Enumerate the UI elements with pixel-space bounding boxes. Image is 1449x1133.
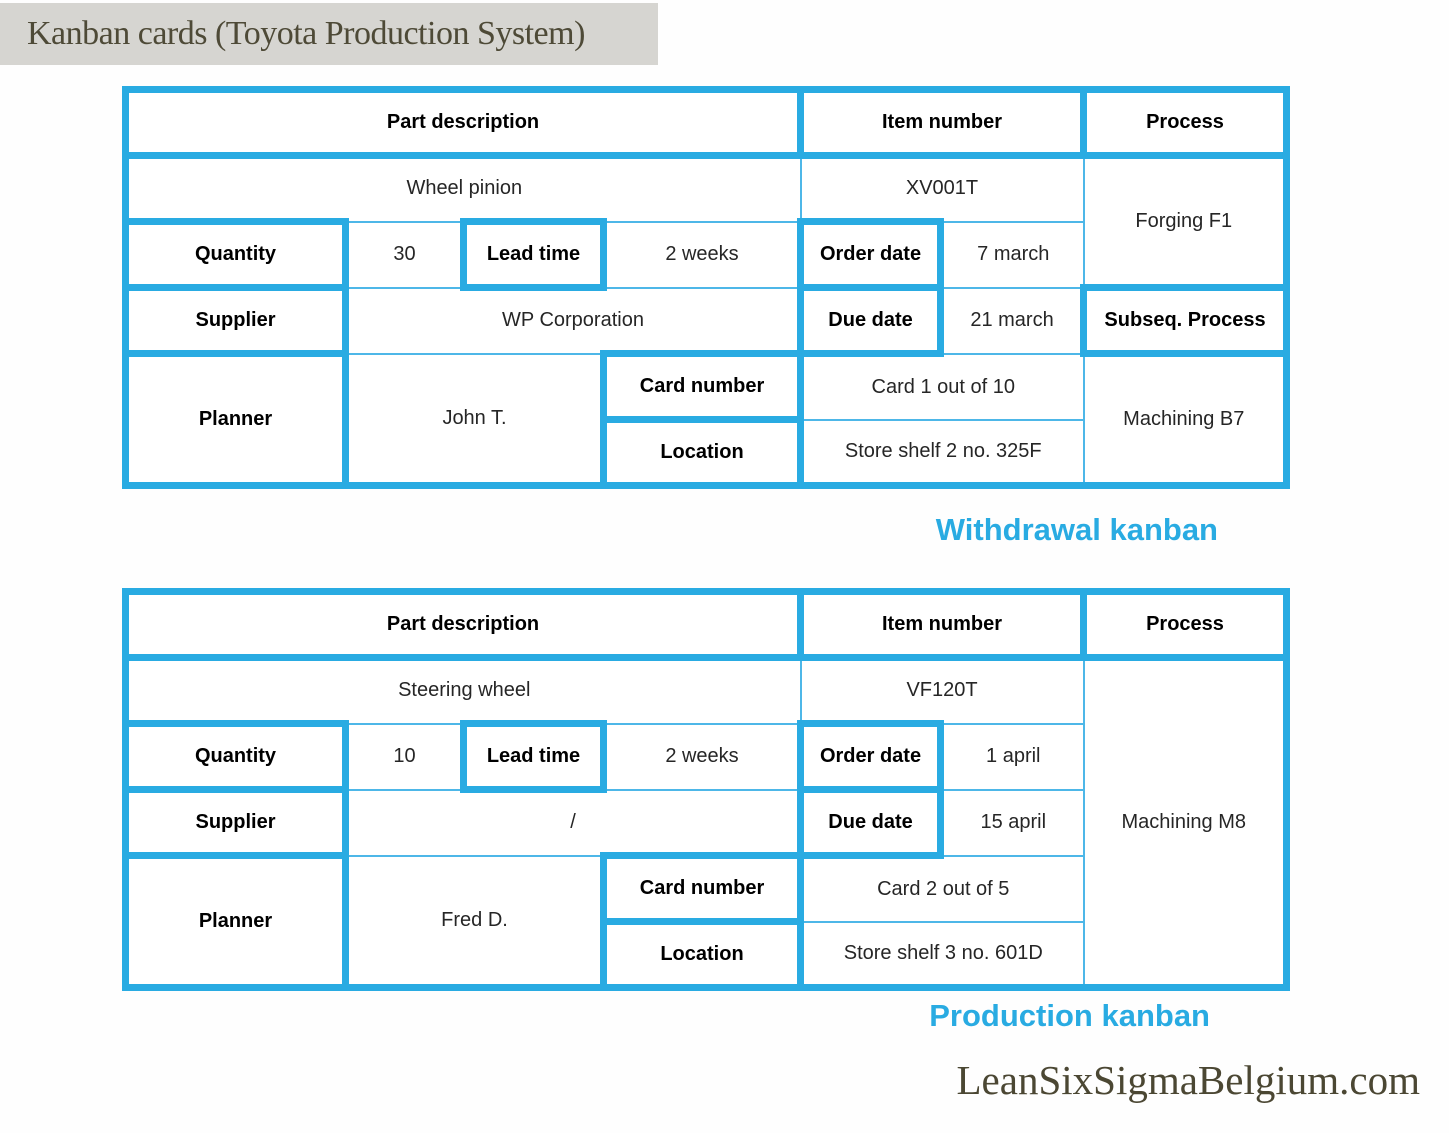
label-cell-quantity: Quantity xyxy=(122,720,349,793)
header-cell-item-number: Item number xyxy=(797,86,1088,159)
header-cell-part-description: Part description xyxy=(121,86,805,159)
value-cell-card-number: Card 1 out of 10 xyxy=(799,352,1085,421)
value-cell-process-first: Forging F1 xyxy=(1082,154,1288,289)
value-cell-quantity: 10 xyxy=(344,722,465,791)
table-row: Quantity 10 Lead time 2 weeks Order date… xyxy=(122,720,1287,793)
value-cell-process: Machining M8 xyxy=(1082,656,1288,989)
table-row: Part description Item number Process xyxy=(121,588,1291,661)
table-row: Location Store shelf 2 no. 325F xyxy=(126,416,1287,489)
watermark-text: LeanSixSigmaBelgium.com xyxy=(956,1057,1420,1103)
value-cell-part-description: Steering wheel xyxy=(124,656,802,725)
value-cell-card-number: Card 2 out of 5 xyxy=(799,854,1085,923)
value-cell-item-number: XV001T xyxy=(799,154,1085,223)
header-cell-part-description: Part description xyxy=(121,588,805,661)
label-cell-card-number: Card number xyxy=(599,852,805,925)
label-cell-lead-time: Lead time xyxy=(460,218,607,291)
label-cell-supplier: Supplier xyxy=(122,284,349,357)
value-cell-supplier: / xyxy=(344,788,802,857)
value-cell-supplier: WP Corporation xyxy=(344,286,802,355)
value-cell-order-date: 7 march xyxy=(939,220,1085,289)
value-cell-lead-time: 2 weeks xyxy=(602,220,802,289)
label-cell-planner: Planner xyxy=(122,852,349,991)
label-cell-lead-time: Lead time xyxy=(460,720,607,793)
value-cell-due-date: 15 april xyxy=(939,788,1085,857)
table-row: Planner John T. Card number Card 1 out o… xyxy=(122,350,1288,489)
withdrawal-kanban-card: Part description Item number Process Whe… xyxy=(121,86,1291,489)
value-cell-planner: John T. xyxy=(344,352,605,487)
value-cell-quantity: 30 xyxy=(344,220,465,289)
label-cell-location: Location xyxy=(599,416,805,489)
table-row: Quantity 30 Lead time 2 weeks Order date… xyxy=(122,218,1287,291)
value-cell-process-subsequent: Machining B7 xyxy=(1082,352,1288,487)
label-cell-due-date: Due date xyxy=(797,786,945,859)
header-cell-process: Process xyxy=(1080,588,1291,661)
production-kanban-card: Part description Item number Process Ste… xyxy=(121,588,1291,991)
table-row: Part description Item number Process xyxy=(121,86,1291,159)
value-cell-part-description: Wheel pinion xyxy=(124,154,802,223)
value-cell-planner: Fred D. xyxy=(344,854,605,989)
title-banner: Kanban cards (Toyota Production System) xyxy=(0,3,658,65)
value-cell-order-date: 1 april xyxy=(939,722,1085,791)
page-title: Kanban cards (Toyota Production System) xyxy=(27,15,585,52)
table-row: Location Store shelf 3 no. 601D xyxy=(126,918,1287,991)
production-kanban-caption: Production kanban xyxy=(929,998,1210,1033)
label-cell-location: Location xyxy=(599,918,805,991)
label-cell-quantity: Quantity xyxy=(122,218,349,291)
table-row: Planner Fred D. Card number Card 2 out o… xyxy=(122,852,1287,991)
value-cell-lead-time: 2 weeks xyxy=(602,722,802,791)
value-cell-item-number: VF120T xyxy=(799,656,1085,725)
label-cell-card-number: Card number xyxy=(599,350,805,423)
table-row: Supplier / Due date 15 april xyxy=(122,786,1287,859)
label-cell-order-date: Order date xyxy=(797,720,945,793)
label-cell-supplier: Supplier xyxy=(122,786,349,859)
value-cell-due-date: 21 march xyxy=(939,286,1085,355)
header-cell-item-number: Item number xyxy=(797,588,1088,661)
value-cell-location: Store shelf 3 no. 601D xyxy=(799,920,1085,989)
value-cell-location: Store shelf 2 no. 325F xyxy=(799,418,1085,487)
label-cell-order-date: Order date xyxy=(797,218,945,291)
table-row: Wheel pinion XV001T Forging F1 xyxy=(124,154,1288,289)
withdrawal-kanban-caption: Withdrawal kanban xyxy=(935,512,1218,547)
table-row: Supplier WP Corporation Due date 21 marc… xyxy=(122,284,1291,357)
header-cell-process: Process xyxy=(1080,86,1291,159)
label-cell-due-date: Due date xyxy=(797,284,945,357)
label-cell-planner: Planner xyxy=(122,350,349,489)
table-row: Steering wheel VF120T Machining M8 xyxy=(124,656,1288,989)
label-cell-subseq-process: Subseq. Process xyxy=(1080,284,1291,357)
